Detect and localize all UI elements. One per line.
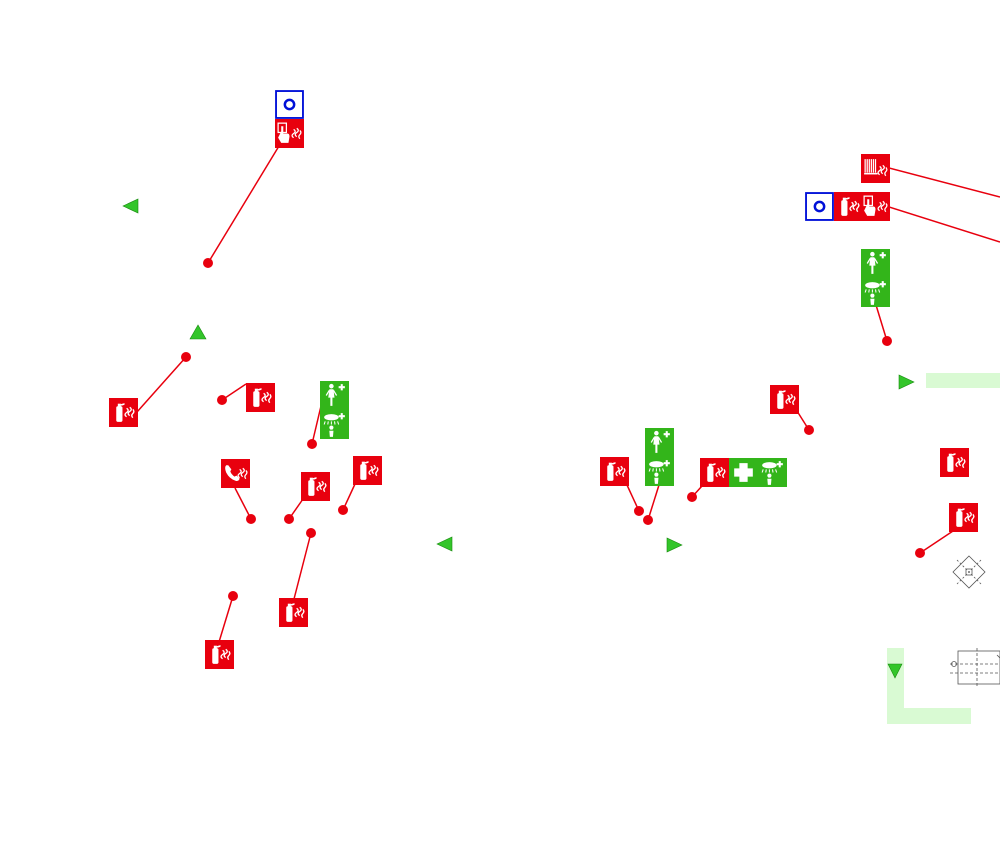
leader-line <box>888 167 1000 198</box>
leader-point <box>882 336 892 346</box>
escape-direction-arrow-icon <box>898 374 915 390</box>
fire-extinguisher-icon <box>834 192 863 221</box>
smoke-detector-icon <box>275 90 304 119</box>
fire-extinguisher-icon <box>109 398 138 427</box>
fire-extinguisher-icon <box>353 456 382 485</box>
leader-line <box>311 405 322 445</box>
leader-point <box>284 514 294 524</box>
leader-point <box>181 352 191 362</box>
leader-line <box>234 487 252 520</box>
leader-line <box>875 304 888 342</box>
escape-direction-arrows <box>122 198 915 679</box>
fire-emergency-telephone-icon <box>221 459 250 488</box>
safety-shower-icon <box>645 457 674 486</box>
fire-hose-reel-icon <box>861 154 890 183</box>
leader-line <box>218 595 234 643</box>
leader-point <box>634 506 644 516</box>
fire-damper-icon <box>952 555 986 589</box>
escape-direction-arrow-icon <box>887 663 903 679</box>
leader-point <box>217 395 227 405</box>
fire-extinguisher-icon <box>279 598 308 627</box>
fire-extinguisher-icon <box>770 385 799 414</box>
leader-point <box>338 505 348 515</box>
leader-point <box>804 425 814 435</box>
equipment-cabinet-icon <box>950 648 1000 688</box>
leader-point <box>228 591 238 601</box>
fire-extinguisher-icon <box>301 472 330 501</box>
technical-symbols <box>950 555 1000 688</box>
fire-extinguisher-icon <box>949 503 978 532</box>
safety-shower-icon <box>861 278 890 307</box>
leader-line <box>919 530 954 554</box>
fire-extinguisher-icon <box>700 458 729 487</box>
fire-extinguisher-icon <box>940 448 969 477</box>
leader-point <box>307 439 317 449</box>
leader-point <box>687 492 697 502</box>
leader-line <box>136 356 187 413</box>
first-aid-icon <box>729 458 758 487</box>
leader-line <box>647 484 660 521</box>
safety-shower-icon <box>758 458 787 487</box>
signs-middle-area <box>600 428 787 487</box>
eye-wash-icon <box>861 249 890 278</box>
escape-corridor-south-horizontal <box>887 708 971 724</box>
escape-route-corridors <box>887 373 1000 724</box>
eye-wash-icon <box>320 381 349 410</box>
fire-extinguisher-icon <box>246 383 275 412</box>
escape-direction-arrow-icon <box>122 198 139 214</box>
escape-direction-arrow-icon <box>189 324 207 340</box>
escape-direction-arrow-icon <box>436 536 453 552</box>
smoke-detector-icon <box>805 192 834 221</box>
signs-right-area <box>770 154 978 532</box>
leader-point <box>306 528 316 538</box>
escape-corridor-east <box>926 373 1000 388</box>
leader-end-points <box>181 258 925 601</box>
fire-alarm-call-point-icon <box>861 192 890 221</box>
leader-line <box>888 206 1000 243</box>
leader-line <box>207 145 280 264</box>
leader-point <box>203 258 213 268</box>
signs-left-area <box>109 90 382 669</box>
eye-wash-icon <box>645 428 674 457</box>
escape-direction-arrow-icon <box>666 537 683 553</box>
leader-line <box>293 532 312 600</box>
fire-alarm-call-point-icon <box>275 119 304 148</box>
fire-extinguisher-icon <box>600 457 629 486</box>
leader-point <box>915 548 925 558</box>
leader-point <box>246 514 256 524</box>
safety-shower-icon <box>320 410 349 439</box>
fire-extinguisher-icon <box>205 640 234 669</box>
leader-point <box>643 515 653 525</box>
